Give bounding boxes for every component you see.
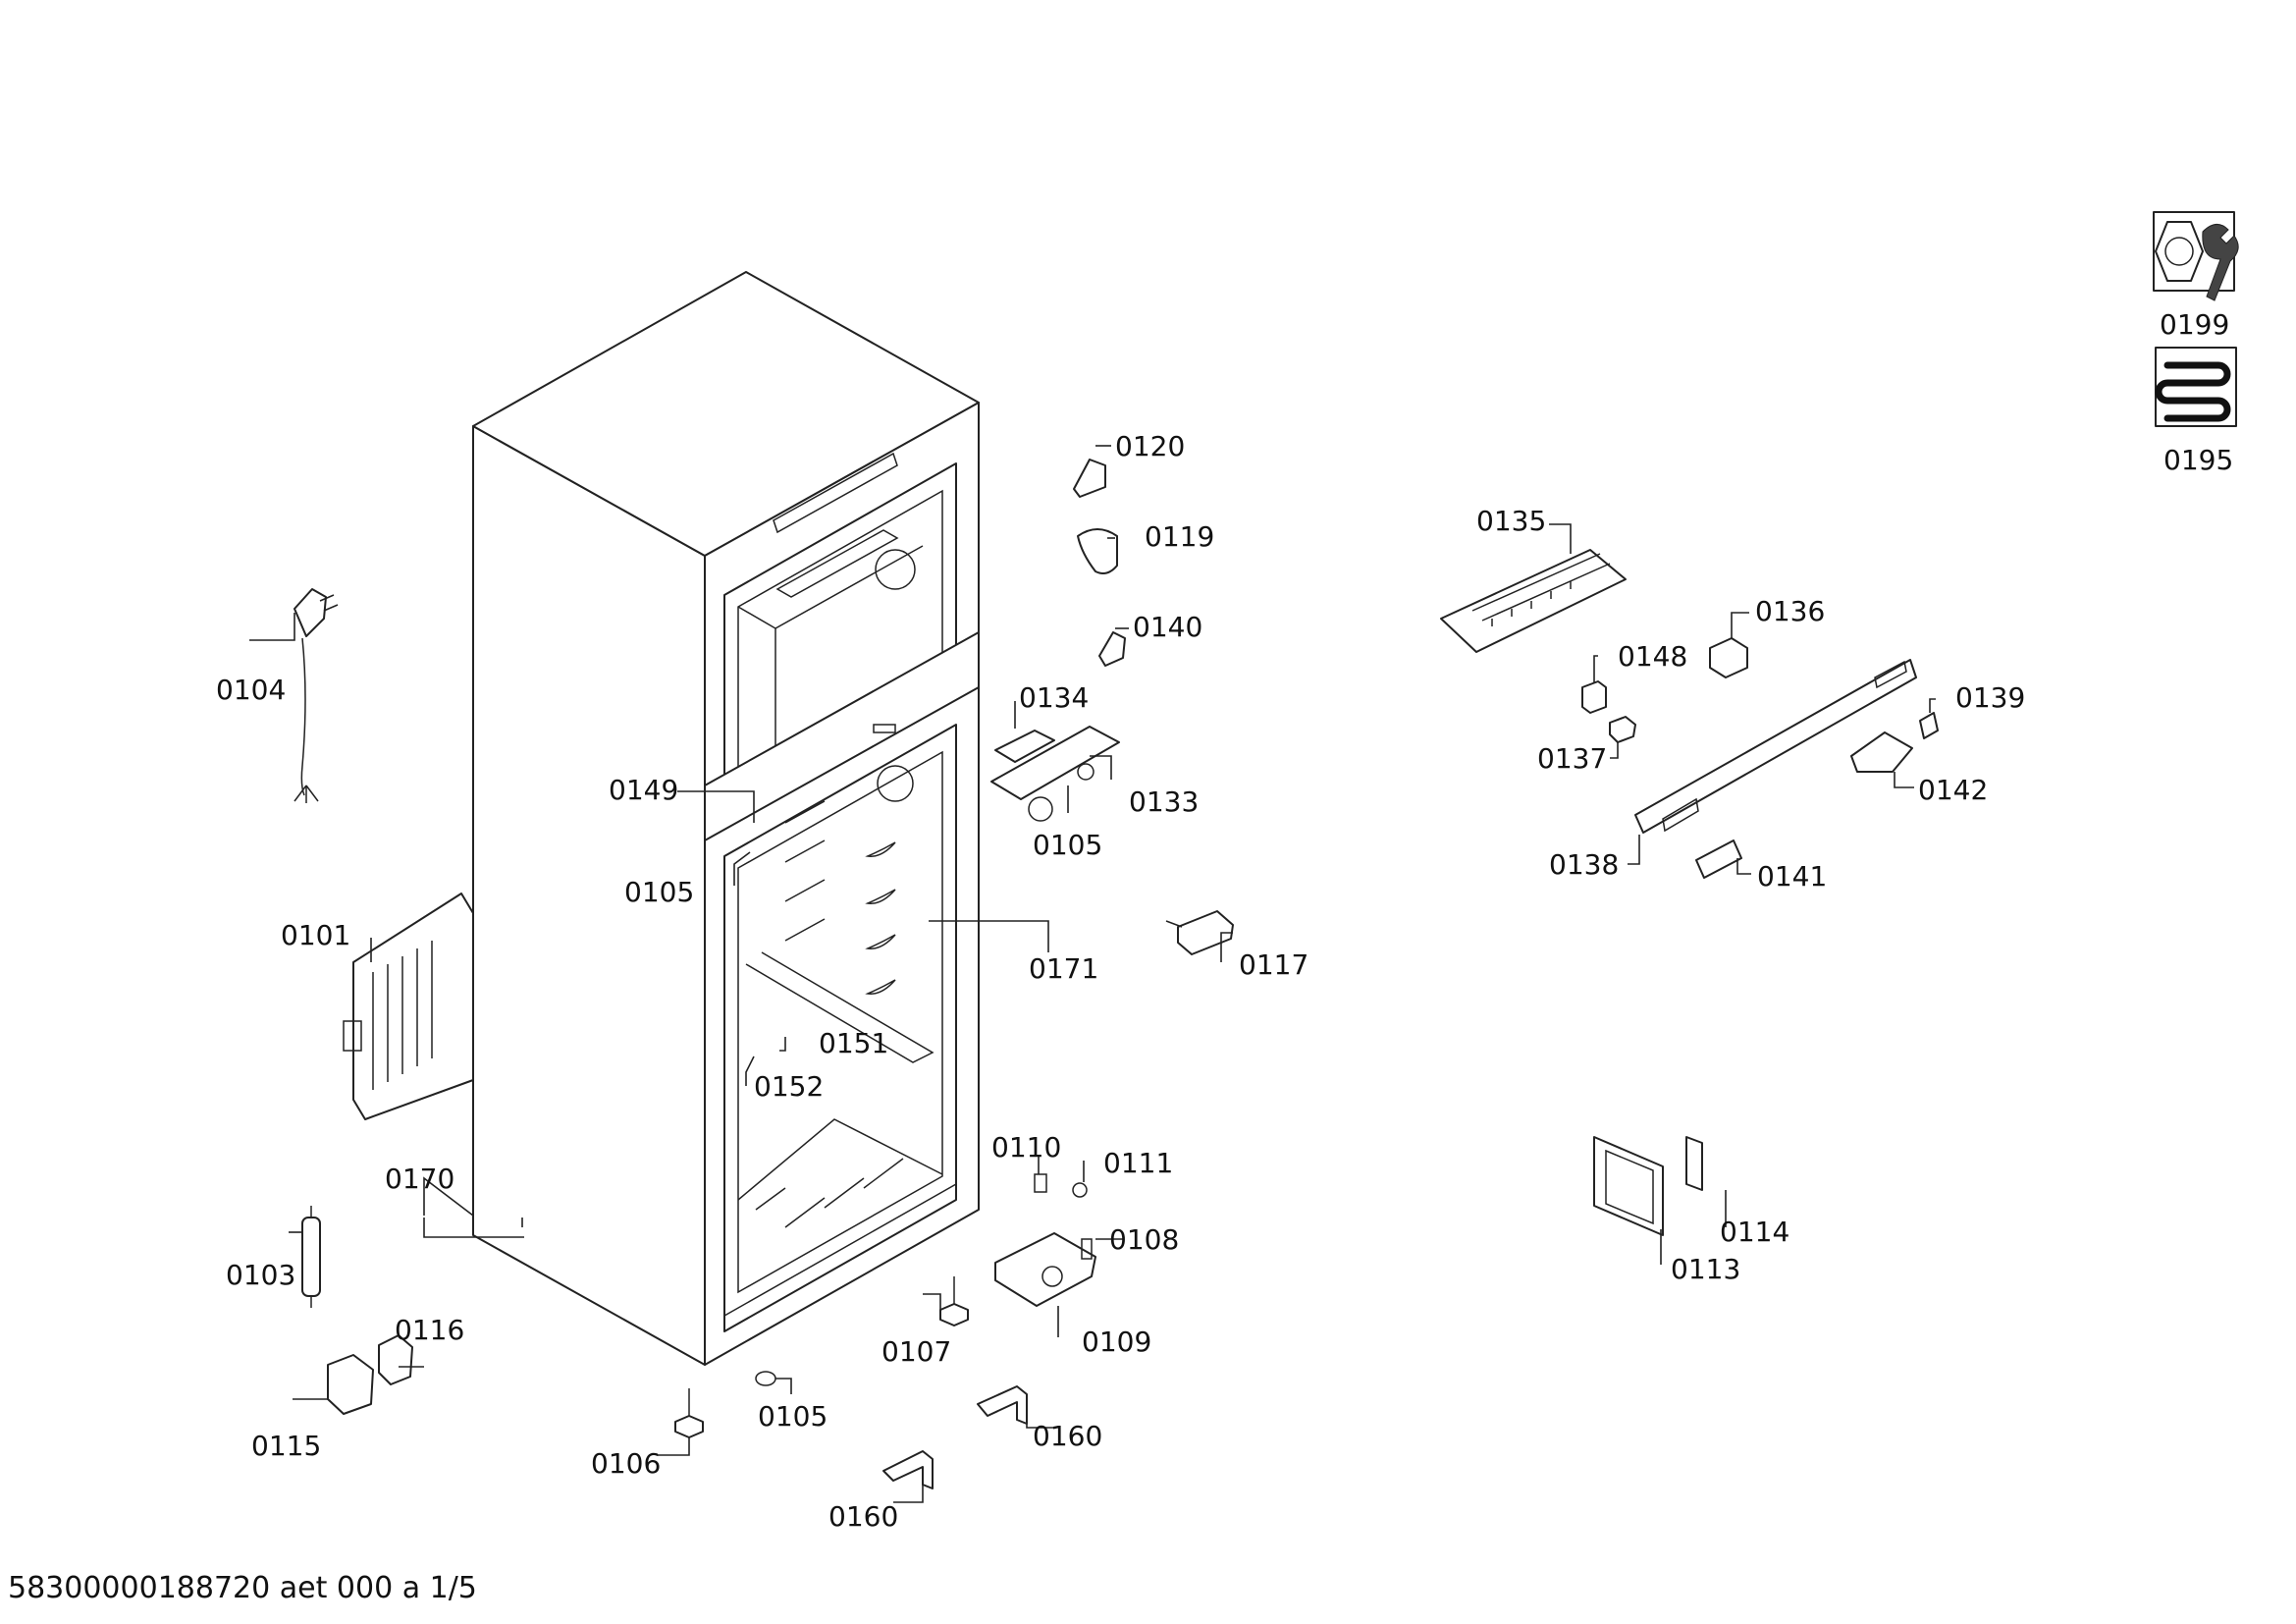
callout-0104: 0104: [216, 674, 286, 706]
defrost-heater-part: [301, 1206, 321, 1308]
callout-0110: 0110: [991, 1131, 1061, 1164]
control-box-part: [343, 893, 474, 1120]
light-switch-part: [1165, 910, 1234, 955]
callout-0142: 0142: [1918, 774, 1988, 806]
callout-0119: 0119: [1145, 520, 1214, 553]
power-cord-part: [294, 588, 339, 803]
callout-0170: 0170: [385, 1163, 454, 1195]
callout-0152: 0152: [754, 1070, 824, 1103]
callout-0105-bottom: 0105: [758, 1400, 828, 1433]
callout-0199: 0199: [2160, 308, 2229, 341]
callout-0105-hinge: 0105: [1033, 829, 1102, 861]
callout-0195: 0195: [2163, 444, 2233, 476]
callout-0108: 0108: [1109, 1223, 1179, 1256]
callout-0136: 0136: [1755, 595, 1825, 627]
callout-0171: 0171: [1029, 952, 1098, 985]
thermostat-part: [327, 1334, 413, 1415]
callout-0105-left: 0105: [624, 876, 694, 908]
callout-0134: 0134: [1019, 681, 1089, 714]
callout-0151: 0151: [819, 1027, 888, 1059]
leveling-feet: [674, 1276, 969, 1438]
callout-0113: 0113: [1671, 1253, 1740, 1285]
callout-0160-bottom: 0160: [828, 1500, 898, 1533]
coil-icon: [2155, 347, 2237, 427]
callout-0137: 0137: [1537, 742, 1607, 775]
callout-0133: 0133: [1129, 785, 1199, 818]
callout-0114: 0114: [1720, 1216, 1789, 1248]
callout-0107: 0107: [881, 1335, 951, 1368]
callout-0141: 0141: [1757, 860, 1827, 893]
callout-0115: 0115: [251, 1430, 321, 1462]
callout-0149: 0149: [609, 774, 678, 806]
lower-hinge-parts: [994, 1173, 1096, 1307]
control-panel-part: [1440, 549, 1627, 653]
display-frame-part: [1593, 1136, 1703, 1236]
refrigerator-cabinet: [472, 271, 980, 1366]
callout-0109: 0109: [1082, 1326, 1151, 1358]
control-rail-part: [1634, 659, 1939, 879]
callout-0120: 0120: [1115, 430, 1185, 462]
callout-0138: 0138: [1549, 848, 1619, 881]
nut-and-wrench-icon: [2153, 211, 2239, 301]
callout-0148: 0148: [1618, 640, 1687, 673]
callout-0111: 0111: [1103, 1147, 1173, 1179]
hinge-parts: [990, 459, 1126, 822]
callout-0160-right: 0160: [1033, 1420, 1102, 1452]
callout-0135: 0135: [1476, 505, 1546, 537]
callout-0140: 0140: [1133, 611, 1202, 643]
callout-0139: 0139: [1955, 681, 2025, 714]
callout-0103: 0103: [226, 1259, 295, 1291]
callout-0116: 0116: [395, 1314, 464, 1346]
callout-0101: 0101: [281, 919, 350, 951]
callout-labels: 0101 0103 0104 0105 0105 0105 0106 0107 …: [216, 308, 2233, 1533]
leader-lines: [249, 445, 1936, 1503]
switch-and-sensor-parts: [1581, 637, 1748, 743]
callout-0117: 0117: [1239, 948, 1308, 981]
bracket-parts: [882, 1385, 1028, 1489]
document-id: 58300000188720 aet 000 a 1/5: [8, 1571, 477, 1605]
callout-0106: 0106: [591, 1447, 661, 1480]
